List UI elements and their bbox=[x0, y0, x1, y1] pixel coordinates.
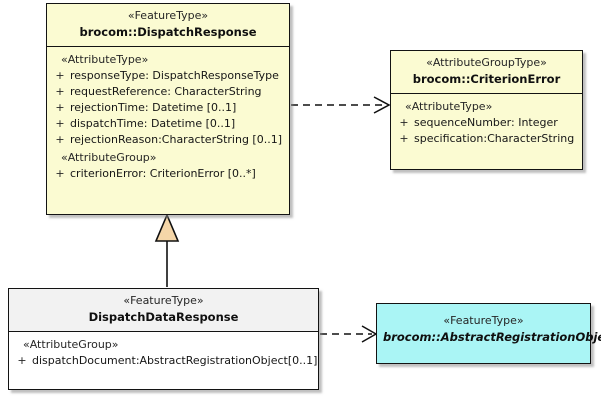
attribute-visibility: + bbox=[55, 167, 65, 180]
connector-generalization-dispatchresponse[interactable] bbox=[154, 212, 180, 287]
class-box-dispatch-data-response[interactable]: «FeatureType» DispatchDataResponse «Attr… bbox=[8, 288, 319, 390]
attribute-row[interactable]: + specification:CharacterString bbox=[394, 131, 579, 147]
class-stereotype: «FeatureType» bbox=[123, 294, 204, 307]
attribute-row[interactable]: + dispatchDocument:AbstractRegistrationO… bbox=[12, 353, 318, 369]
dependency-arrowhead-abstractregistrationobject bbox=[361, 325, 378, 343]
attribute-text: rejectionReason:CharacterString [0..1] bbox=[70, 133, 282, 146]
attribute-visibility: + bbox=[55, 133, 65, 146]
attribute-group-label: «AttributeType» bbox=[61, 53, 149, 66]
attribute-text: dispatchTime: Datetime [0..1] bbox=[70, 117, 236, 130]
class-header-dispatch-data-response: «FeatureType» DispatchDataResponse bbox=[9, 289, 318, 332]
class-name: brocom::AbstractRegistrationObject bbox=[383, 330, 601, 344]
attribute-row[interactable]: + rejectionReason:CharacterString [0..1] bbox=[50, 132, 286, 148]
connector-dependency-abstractregistrationobject[interactable] bbox=[320, 325, 378, 343]
attribute-visibility: + bbox=[55, 117, 65, 130]
generalization-triangle-icon bbox=[154, 212, 180, 242]
connector-dependency-criterionerror[interactable] bbox=[291, 96, 391, 114]
attribute-visibility: + bbox=[55, 69, 65, 82]
attribute-row[interactable]: + dispatchTime: Datetime [0..1] bbox=[50, 116, 286, 132]
attribute-text: sequenceNumber: Integer bbox=[414, 116, 558, 129]
attribute-text: requestReference: CharacterString bbox=[70, 85, 262, 98]
class-name: brocom::CriterionError bbox=[412, 72, 561, 86]
attribute-text: specification:CharacterString bbox=[414, 132, 575, 145]
attribute-visibility: + bbox=[399, 116, 409, 129]
class-compartment-attributes: «AttributeType» + responseType: Dispatch… bbox=[47, 47, 289, 187]
attribute-row[interactable]: + criterionError: CriterionError [0..*] bbox=[50, 166, 286, 182]
class-name: brocom::DispatchResponse bbox=[79, 25, 257, 39]
attribute-text: rejectionTime: Datetime [0..1] bbox=[70, 101, 237, 114]
attribute-visibility: + bbox=[55, 101, 65, 114]
attribute-group-label: «AttributeGroup» bbox=[61, 151, 157, 164]
class-box-criterion-error[interactable]: «AttributeGroupType» brocom::CriterionEr… bbox=[390, 50, 583, 170]
class-compartment-attributes: «AttributeType» + sequenceNumber: Intege… bbox=[391, 94, 582, 152]
class-stereotype: «AttributeGroupType» bbox=[426, 56, 547, 69]
class-box-dispatch-response[interactable]: «FeatureType» brocom::DispatchResponse «… bbox=[46, 3, 290, 215]
class-header-criterion-error: «AttributeGroupType» brocom::CriterionEr… bbox=[391, 51, 582, 94]
attribute-text: criterionError: CriterionError [0..*] bbox=[70, 167, 256, 180]
attribute-row[interactable]: + sequenceNumber: Integer bbox=[394, 115, 579, 131]
class-name: DispatchDataResponse bbox=[88, 310, 239, 324]
attribute-group-label: «AttributeType» bbox=[405, 100, 493, 113]
attribute-row[interactable]: + rejectionTime: Datetime [0..1] bbox=[50, 100, 286, 116]
attribute-text: responseType: DispatchResponseType bbox=[70, 69, 279, 82]
attribute-row[interactable]: + responseType: DispatchResponseType bbox=[50, 68, 286, 84]
class-box-abstract-registration-object[interactable]: «FeatureType» brocom::AbstractRegistrati… bbox=[376, 303, 601, 364]
class-compartment-attributes: «AttributeGroup» + dispatchDocument:Abst… bbox=[9, 332, 318, 374]
attribute-visibility: + bbox=[55, 85, 65, 98]
attribute-text: dispatchDocument:AbstractRegistrationObj… bbox=[32, 354, 318, 367]
class-header-dispatch-response: «FeatureType» brocom::DispatchResponse bbox=[47, 4, 289, 47]
attribute-group-label: «AttributeGroup» bbox=[23, 338, 119, 351]
attribute-visibility: + bbox=[399, 132, 409, 145]
attribute-row[interactable]: + requestReference: CharacterString bbox=[50, 84, 286, 100]
class-stereotype: «FeatureType» bbox=[127, 9, 209, 22]
class-stereotype: «FeatureType» bbox=[443, 314, 524, 327]
dependency-arrowhead-criterionerror bbox=[373, 96, 391, 114]
attribute-visibility: + bbox=[17, 354, 27, 367]
class-header-abstract-registration-object: «FeatureType» brocom::AbstractRegistrati… bbox=[377, 304, 601, 351]
